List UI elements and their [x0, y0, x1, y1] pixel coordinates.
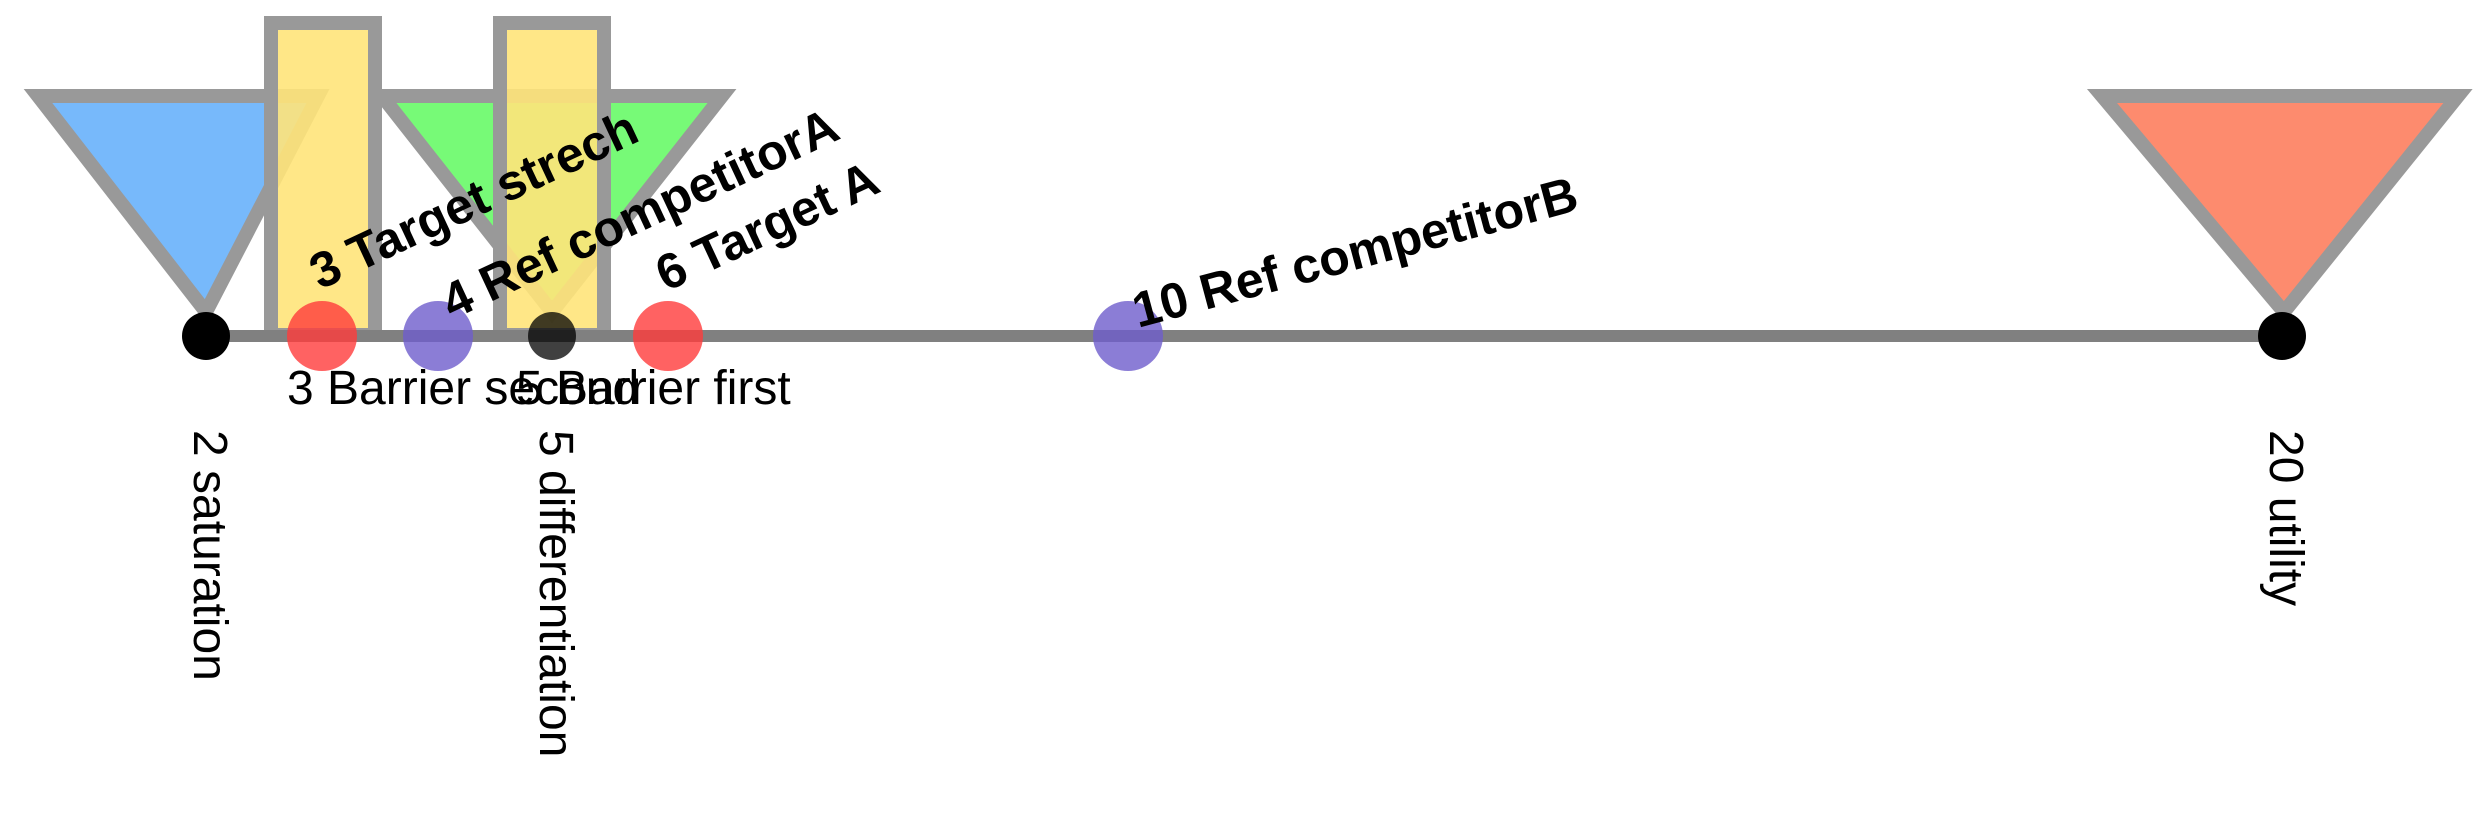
ref-competitor-b-marker: [1093, 301, 1163, 371]
node-utility: [2258, 312, 2306, 360]
utility-zone-triangle: [2086, 89, 2473, 324]
node-differentiation: [528, 312, 576, 360]
barrier-first-marker: [633, 301, 703, 371]
barrier-second-label: 3 Barrier second: [287, 362, 639, 415]
differentiation-label: 5 differentiation: [529, 430, 582, 757]
ref-competitor-b-label: 10 Ref competitorB: [1126, 166, 1583, 339]
barrier-second-marker: [287, 301, 357, 371]
node-saturation: [182, 312, 230, 360]
target-strech-bar: [264, 16, 382, 342]
ref-competitor-a-marker: [403, 301, 473, 371]
barrier-first-label: 5 Barrier first: [516, 362, 791, 415]
utility-label: 20 utility: [2259, 430, 2312, 606]
saturation-label: 2 saturation: [183, 430, 236, 681]
saturation-zone-triangle: [23, 89, 330, 325]
